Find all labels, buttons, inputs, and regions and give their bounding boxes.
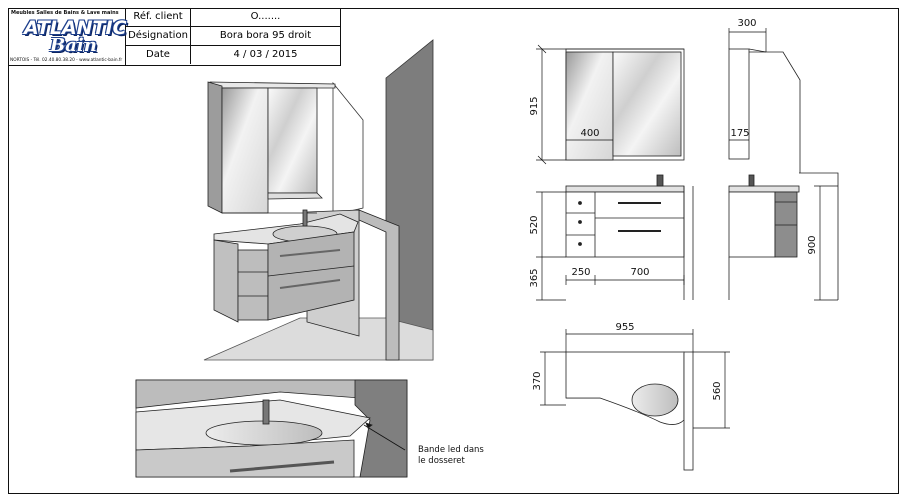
title-value: O.......: [250, 11, 281, 22]
brand-logo: Meubles Salles de Bains & Lave mains ATL…: [8, 8, 127, 66]
dim-mirror-depth: 300: [737, 18, 756, 29]
title-value: Bora bora 95 droit: [219, 30, 312, 41]
dim-drawer-column-width: 250: [571, 267, 590, 278]
top-view: [565, 351, 694, 471]
dim-top-depth: 370: [532, 371, 543, 390]
logo-brand-line1: ATLANTIC: [24, 17, 127, 39]
dim-plinth-height: 365: [529, 268, 540, 287]
dim-shelf-depth: 175: [730, 128, 749, 139]
title-value: 4 / 03 / 2015: [233, 49, 298, 60]
title-row-designation: Désignation Bora bora 95 droit: [126, 27, 341, 46]
led-annotation-line1: Bande led dans: [418, 445, 484, 455]
logo-tagline: Meubles Salles de Bains & Lave mains: [11, 10, 119, 16]
logo-brand-line2: Bain: [50, 35, 97, 56]
side-elevation: [728, 48, 839, 300]
title-block: Meubles Salles de Bains & Lave mains ATL…: [8, 8, 341, 66]
title-row-reference: Réf. client O.......: [126, 8, 341, 27]
sheet-border: [8, 8, 899, 494]
dim-total-height: 900: [807, 235, 818, 254]
detail-led-view: [135, 379, 408, 478]
dim-mirror-cabinet-width: 400: [580, 128, 599, 139]
dimension-lines: [536, 28, 838, 429]
front-elevation: [565, 48, 694, 300]
dim-vanity-height: 520: [529, 215, 540, 234]
logo-contact: NORTOIS - Tél. 02.40.80.38.20 - www.atla…: [10, 58, 123, 63]
dim-main-drawer-width: 700: [630, 267, 649, 278]
render-3d-view: [203, 39, 434, 361]
title-label: Date: [126, 46, 191, 64]
led-annotation-line2: le dosseret: [418, 456, 466, 466]
dim-basin-depth: 560: [712, 381, 723, 400]
title-row-date: Date 4 / 03 / 2015: [126, 46, 341, 65]
dim-total-width: 955: [615, 322, 634, 333]
dim-mirror-height: 915: [529, 96, 540, 115]
title-label: Désignation: [126, 27, 191, 45]
title-label: Réf. client: [126, 8, 191, 26]
